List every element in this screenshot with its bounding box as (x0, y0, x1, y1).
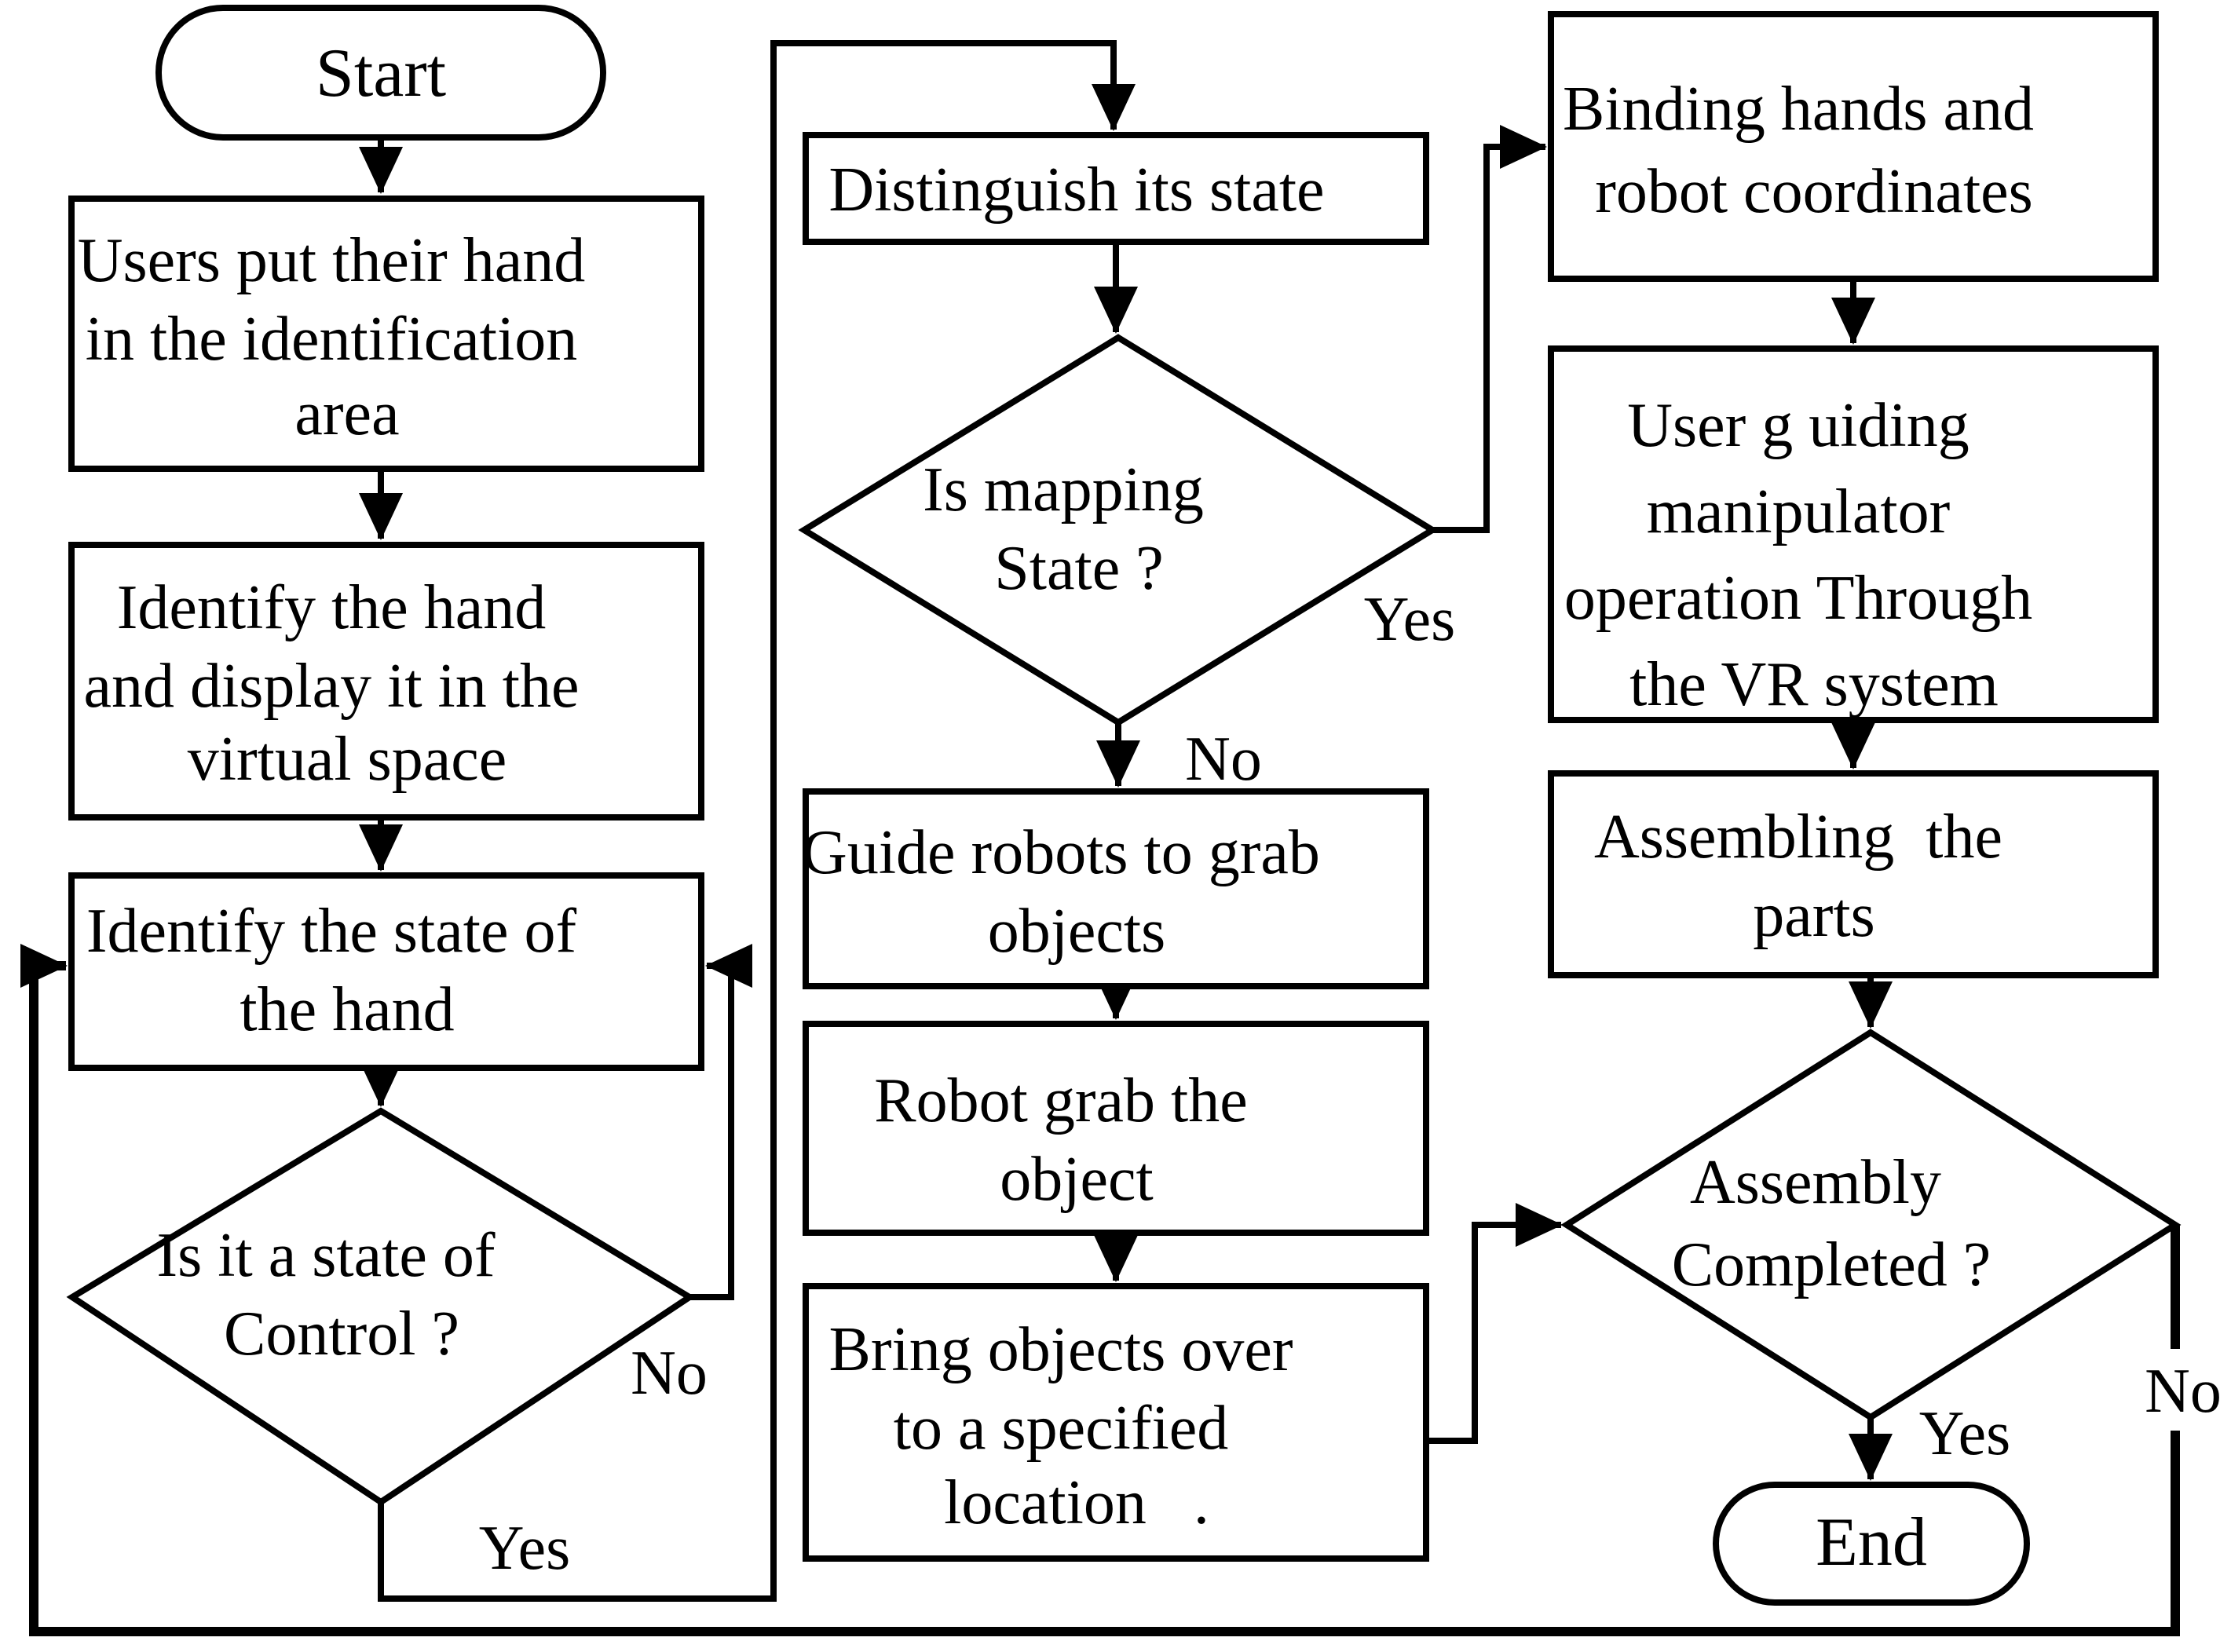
node-distinguish: Distinguish its state (803, 132, 1429, 245)
node-binding: Binding hands and robot coordinates (1548, 11, 2159, 282)
distinguish-process-shape (803, 132, 1429, 245)
node-is-mapping: Is mapping State ? (798, 334, 1439, 726)
guide-robots-label: Guide robots to grab objects (802, 818, 1430, 966)
edge-is-assembled-no-loop (20, 944, 2180, 1636)
binding-label: Binding hands and robot coordinates (1563, 75, 2144, 226)
node-start: Start (155, 5, 606, 141)
node-put-hand: Users put their hand in the identificati… (68, 196, 704, 472)
node-identify-hand: Identify the hand and display it in the … (68, 542, 704, 821)
label-assembly-yes: Yes (1919, 1399, 2010, 1468)
start-label: Start (316, 35, 446, 111)
node-robot-grab: Robot grab the object (803, 1021, 1429, 1236)
assembling-process-shape (1548, 770, 2159, 978)
is-assembled-label: Assembly Completed ? (1672, 1148, 2070, 1299)
label-mapping-no: No (1185, 725, 1262, 794)
edge-is-control-yes-to-distinguish (378, 40, 1136, 1602)
node-is-assembled: Assembly Completed ? (1560, 1029, 2182, 1421)
node-is-control: Is it a state of Control ? (66, 1107, 696, 1506)
identify-state-label: Identify the state of the hand (86, 897, 686, 1044)
end-label: End (1816, 1504, 1927, 1581)
is-mapping-label: Is mapping State ? (923, 455, 1314, 603)
edge-is-mapping-yes-to-binding (1432, 125, 1547, 533)
robot-grab-process-shape (803, 1021, 1429, 1236)
user-guiding-process-shape (1548, 345, 2159, 723)
assembly-no-label-backing (2130, 1349, 2231, 1431)
label-assembly-no: No (2145, 1357, 2222, 1426)
distinguish-label: Distinguish its state (828, 155, 1403, 225)
node-user-guiding: User g uiding manipulator operation Thro… (1548, 345, 2159, 723)
node-assembling: Assembling the parts (1548, 770, 2159, 978)
identify-hand-label: Identify the hand and display it in the … (83, 573, 689, 794)
guide-robots-process-shape (803, 788, 1429, 989)
bring-objects-label: Bring objects over to a specified locati… (829, 1315, 1403, 1537)
is-mapping-decision-shape (798, 334, 1439, 726)
identify-state-process-shape (68, 872, 704, 1071)
start-terminator-shape (155, 5, 606, 141)
end-terminator-shape (1713, 1482, 2030, 1606)
label-control-yes: Yes (479, 1514, 570, 1583)
put-hand-process-shape (68, 196, 704, 472)
identify-hand-process-shape (68, 542, 704, 821)
robot-grab-label: Robot grab the object (874, 1066, 1357, 1214)
is-assembled-decision-shape (1560, 1029, 2182, 1421)
bring-objects-process-shape (803, 1283, 1429, 1562)
node-end: End (1713, 1482, 2030, 1606)
binding-process-shape (1548, 11, 2159, 282)
is-control-label: Is it a state of Control ? (157, 1221, 605, 1369)
assembling-label: Assembling the parts (1594, 802, 2112, 950)
node-guide-robots: Guide robots to grab objects (802, 788, 1430, 989)
put-hand-label: Users put their hand in the identificati… (78, 226, 696, 448)
edge-bring-objects-to-is-assembled (1426, 1203, 1563, 1444)
user-guiding-label: User g uiding manipulator operation Thro… (1564, 391, 2142, 719)
edge-is-control-no-loop (689, 944, 752, 1300)
node-identify-state: Identify the state of the hand (68, 872, 704, 1071)
node-bring-objects: Bring objects over to a specified locati… (803, 1283, 1429, 1562)
label-control-no: No (631, 1339, 708, 1408)
is-control-decision-shape (66, 1107, 696, 1506)
label-mapping-yes: Yes (1364, 585, 1455, 654)
